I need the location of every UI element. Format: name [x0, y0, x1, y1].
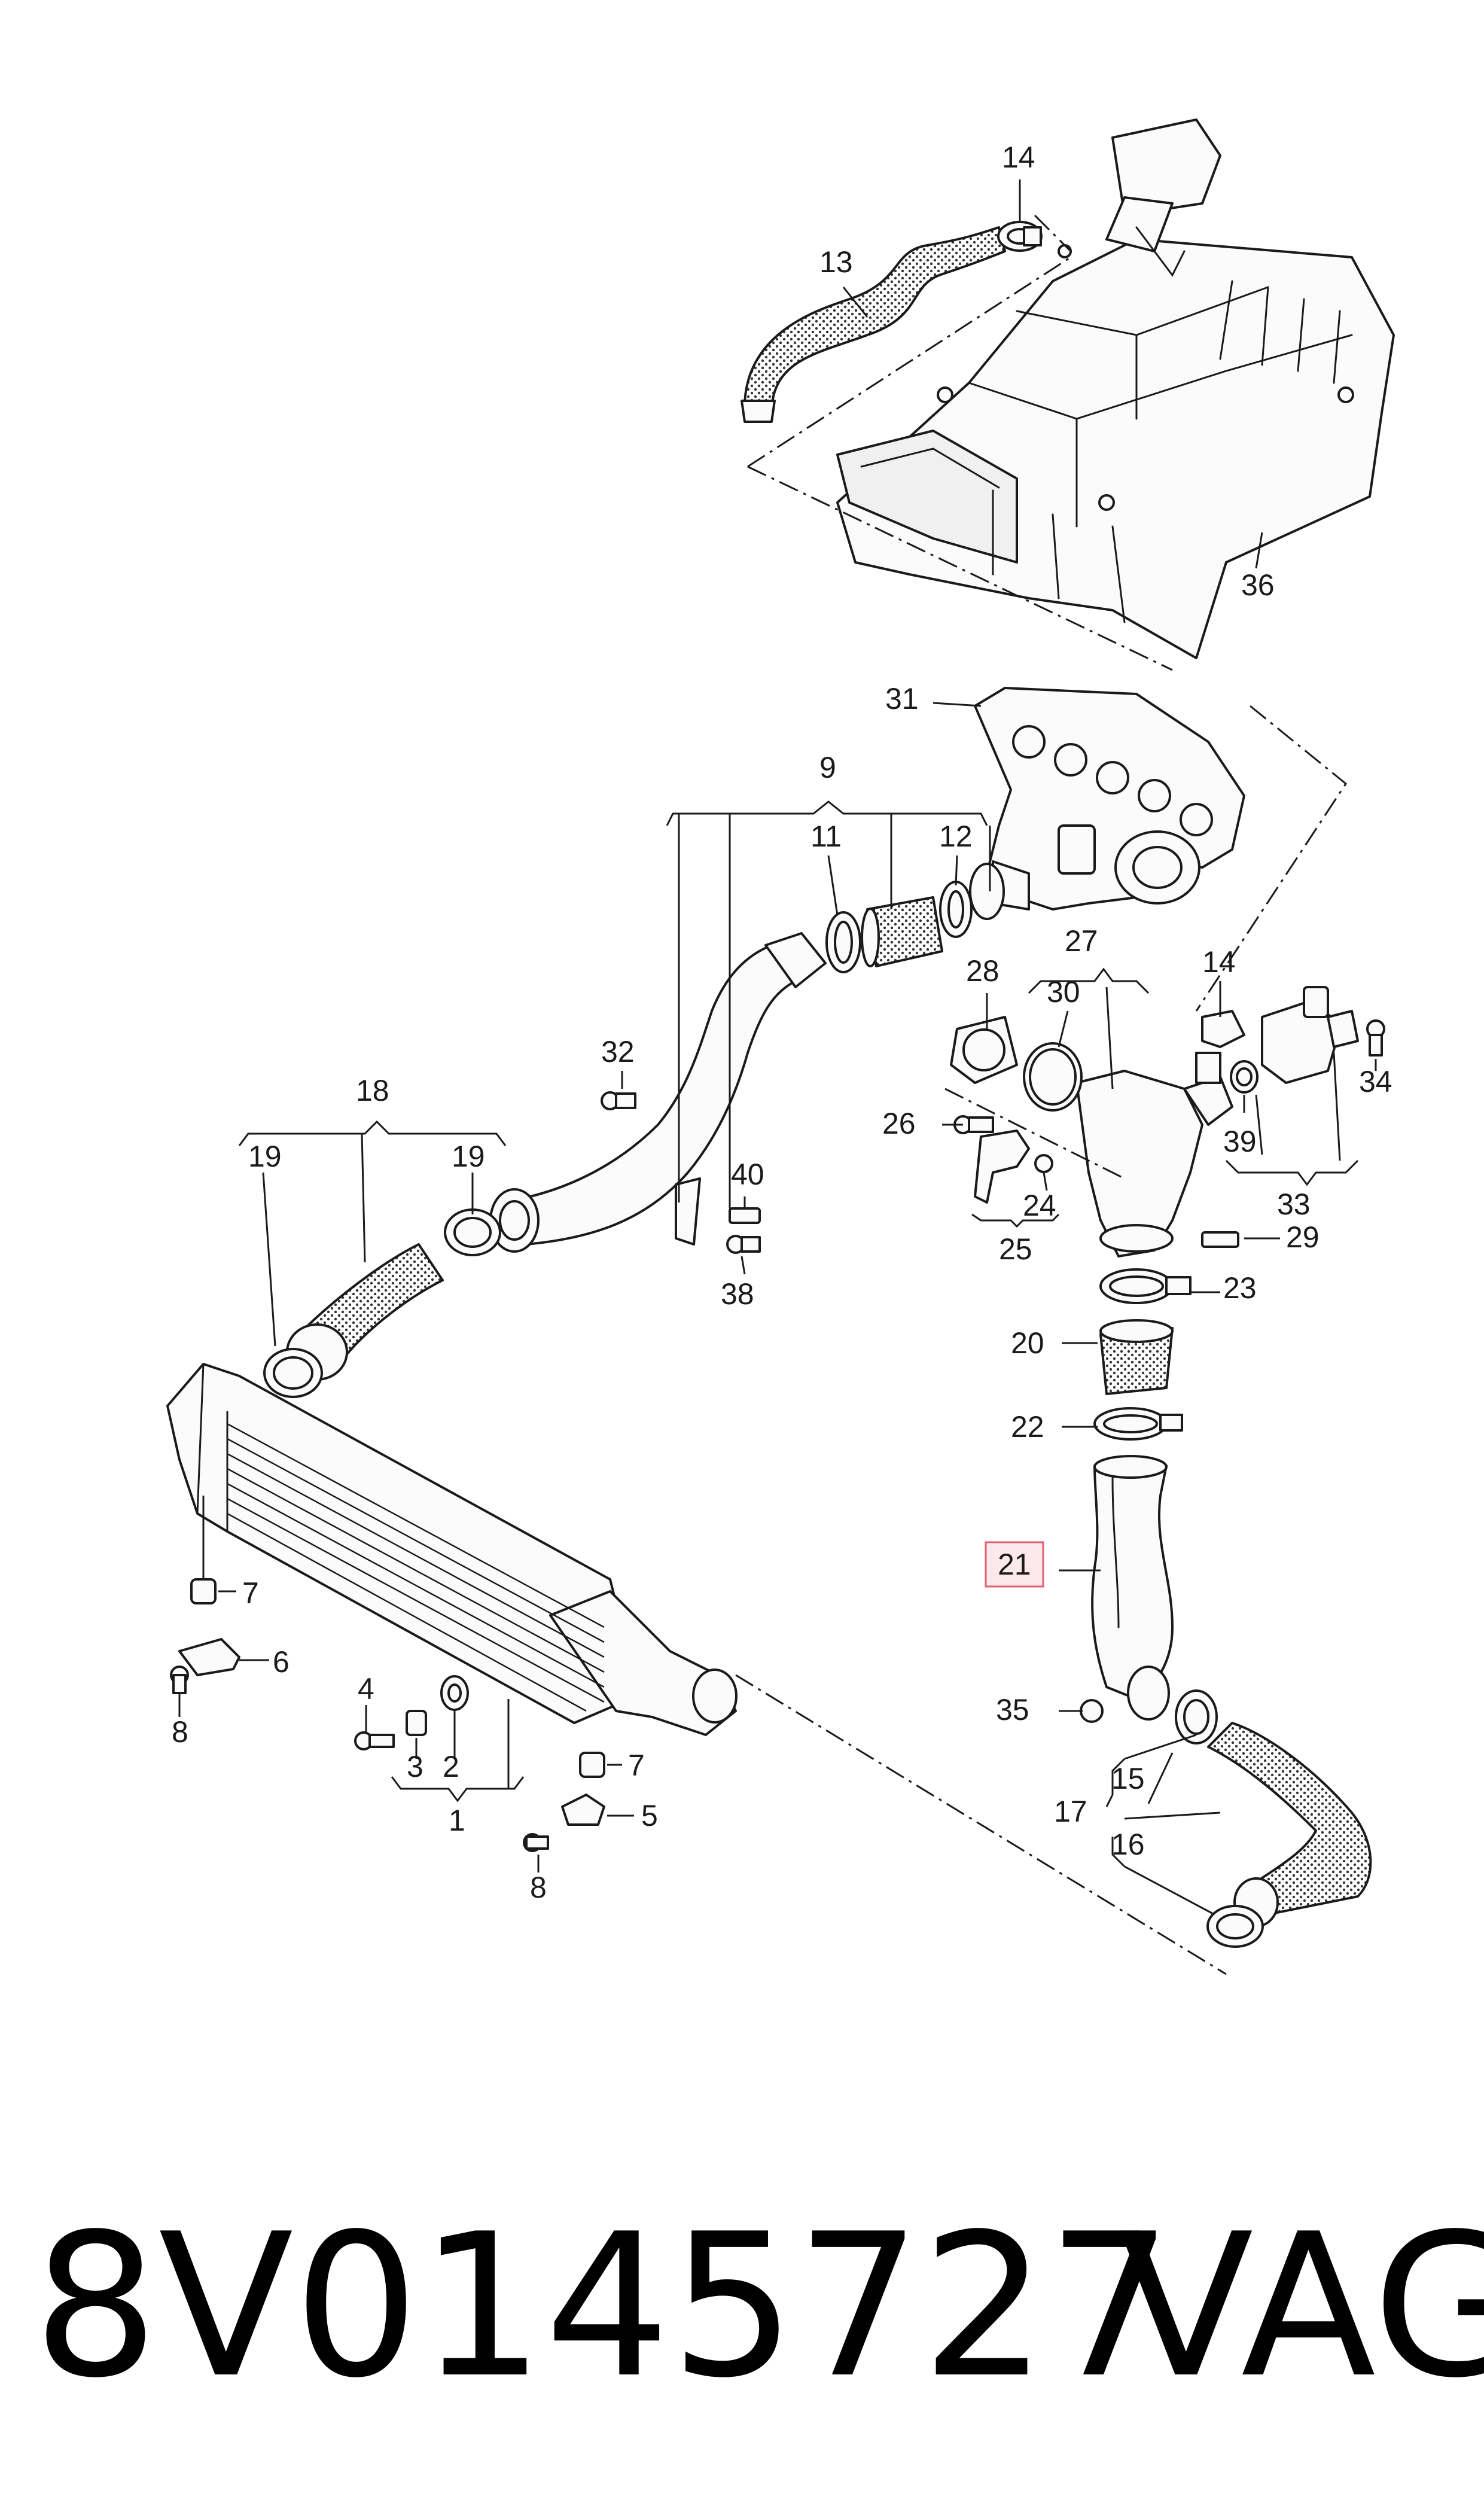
bolt-8-left: [170, 1666, 189, 1694]
callout-20: 20: [1011, 1326, 1044, 1360]
callout-32: 32: [601, 1035, 635, 1068]
callout-25: 25: [999, 1232, 1032, 1266]
grommet-2: [440, 1675, 469, 1711]
intercooler: [166, 1363, 738, 1736]
callout-21-highlight-box: [985, 1541, 1044, 1588]
callout-34: 34: [1359, 1065, 1392, 1098]
callout-1: 1: [449, 1804, 465, 1837]
callout-33: 33: [1277, 1188, 1311, 1221]
sleeve-20: [1099, 1319, 1174, 1395]
callout-24: 24: [1023, 1189, 1056, 1222]
sleeve-3: [406, 1710, 427, 1736]
callout-31: 31: [885, 682, 919, 715]
callout-35: 35: [996, 1693, 1029, 1727]
clamp-12: [939, 863, 1005, 938]
clamp-22: [1093, 1407, 1183, 1441]
callout-26: 26: [882, 1107, 916, 1140]
callout-11: 11: [810, 820, 842, 853]
bolt-26: [953, 1115, 994, 1134]
bolt-40: [729, 1207, 761, 1224]
callout-7a: 7: [242, 1576, 259, 1610]
air-filter-housing: [836, 118, 1395, 659]
gasket-28: [950, 1016, 1018, 1084]
exhaust-manifold-turbo: [974, 687, 1245, 911]
callout-6: 6: [273, 1645, 290, 1679]
callout-17: 17: [1054, 1795, 1087, 1828]
callout-38: 38: [721, 1277, 754, 1311]
callout-18: 18: [356, 1074, 389, 1107]
clamp-19-lower: [263, 1348, 323, 1398]
callout-13: 13: [819, 245, 853, 279]
callout-21: 21: [998, 1548, 1031, 1581]
breather-hose: [741, 226, 1006, 423]
callout-2: 2: [443, 1750, 459, 1783]
clamp-23: [1099, 1268, 1192, 1304]
charge-air-pipe: [489, 932, 827, 1253]
clamp-15: [1175, 1689, 1218, 1744]
callout-5: 5: [641, 1799, 658, 1832]
callout-28: 28: [966, 954, 1000, 988]
bracket-5: [561, 1794, 605, 1826]
bolt-34: [1366, 1019, 1385, 1056]
callout-19b: 19: [452, 1140, 485, 1173]
washer-24: [1034, 1154, 1053, 1173]
callout-23: 23: [1223, 1271, 1257, 1305]
callout-8b: 8: [530, 1871, 547, 1904]
bolt-32: [601, 1091, 636, 1110]
hose-sleeve: [861, 896, 943, 967]
callout-16: 16: [1111, 1828, 1145, 1861]
nut-35: [1080, 1699, 1104, 1723]
leader-lines: [178, 179, 1377, 1916]
clamp-19-upper: [444, 1208, 501, 1256]
callout-12: 12: [939, 820, 973, 853]
brand-label: VAG: [1119, 2191, 1484, 2421]
bolt-38: [726, 1235, 761, 1254]
callout-22: 22: [1011, 1410, 1044, 1444]
intake-connector: [1075, 1052, 1233, 1258]
charge-pipe-21: [1091, 1455, 1174, 1721]
hose-17: [1207, 1722, 1372, 1928]
clamp-16: [1206, 1905, 1264, 1948]
mount-7-left: [190, 1578, 217, 1604]
callout-29: 29: [1286, 1220, 1320, 1254]
callout-4: 4: [358, 1672, 374, 1706]
callout-30: 30: [1047, 975, 1080, 1009]
callout-14b: 14: [1202, 945, 1236, 979]
bracket-25: [974, 1129, 1030, 1204]
part-number: 8V0145727: [33, 2191, 1173, 2421]
o-ring-30: [1023, 1042, 1083, 1112]
callout-7b: 7: [628, 1749, 645, 1782]
callout-8a: 8: [172, 1715, 188, 1749]
connection-lines: [735, 214, 1347, 1975]
mount-7-right: [579, 1752, 605, 1778]
bolt-4: [354, 1731, 395, 1750]
callout-9: 9: [819, 751, 836, 784]
callout-15: 15: [1111, 1762, 1145, 1795]
valve-33: [1261, 986, 1359, 1084]
callout-40: 40: [731, 1158, 764, 1191]
callout-39: 39: [1223, 1125, 1257, 1158]
bolt-29: [1201, 1231, 1239, 1248]
callout-14a: 14: [1002, 141, 1035, 174]
bracket-6: [178, 1638, 240, 1676]
o-ring-39: [1230, 1060, 1258, 1094]
callout-36: 36: [1241, 568, 1275, 602]
callout-3: 3: [407, 1750, 423, 1783]
callout-19a: 19: [248, 1140, 282, 1173]
hose-clip-top: [997, 221, 1043, 252]
callout-labels: 1 2 3 4 5 6 7 7 8 8 9 11 12 13 14 14 15 …: [172, 141, 1392, 1904]
callout-27: 27: [1065, 924, 1098, 958]
clamp-11: [825, 911, 861, 973]
clip-14-lower: [1201, 1010, 1245, 1048]
bolt-8-right: [523, 1833, 549, 1852]
